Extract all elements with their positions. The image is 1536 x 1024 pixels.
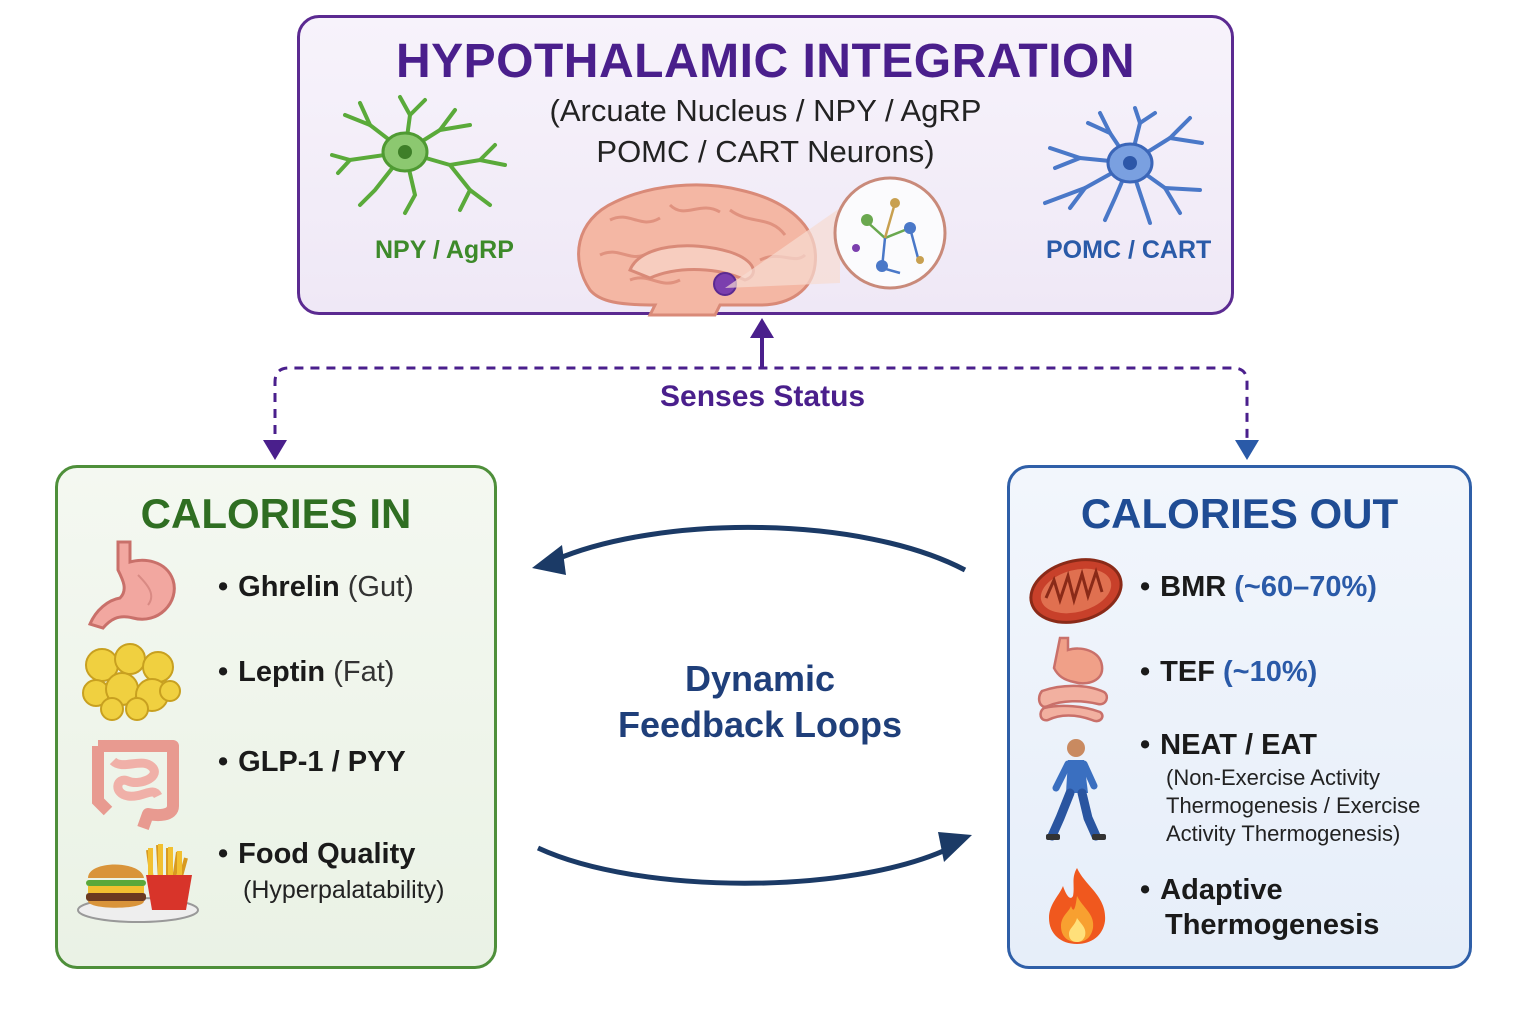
bmr-note: (~60–70%): [1234, 571, 1377, 603]
adaptive-thermogenesis-line1: Adaptive: [1160, 874, 1283, 906]
neat-eat-note-line2: Thermogenesis / Exercise: [1166, 793, 1421, 818]
ghrelin-label: Ghrelin: [238, 571, 340, 603]
npy-neuron-icon: [330, 95, 507, 215]
hypothalamic-subtitle-line2: POMC / CART Neurons): [596, 134, 935, 169]
walking-person-icon: [1046, 739, 1106, 841]
neat-eat-item: •NEAT / EAT: [1140, 729, 1317, 761]
leptin-item: •Leptin (Fat): [218, 656, 395, 688]
fast-food-icon: [77, 844, 199, 923]
ghrelin-note: (Gut): [347, 571, 414, 603]
feedback-center-line1: Dynamic: [684, 658, 836, 699]
ghrelin-item: •Ghrelin (Gut): [218, 571, 414, 603]
adaptive-thermogenesis-item: •Adaptive: [1140, 874, 1283, 906]
fat-cells-icon: [82, 643, 181, 721]
tef-note: (~10%): [1223, 656, 1318, 688]
calories-in-title: CALORIES IN: [140, 490, 412, 537]
calories-out-title: CALORIES OUT: [1080, 490, 1399, 537]
neat-eat-label: NEAT / EAT: [1160, 729, 1317, 761]
intestine-icon: [92, 740, 179, 831]
tef-label: TEF: [1160, 656, 1215, 688]
npy-agrp-label: NPY / AgRP: [375, 236, 514, 264]
adaptive-thermogenesis-item-line2: Thermogenesis: [1165, 909, 1379, 942]
hypothalamic-subtitle-line1: (Arcuate Nucleus / NPY / AgRP: [549, 93, 982, 128]
food-quality-note: (Hyperpalatability): [243, 876, 445, 904]
pomc-neuron-icon: [1043, 106, 1204, 225]
hypothalamic-title: HYPOTHALAMIC INTEGRATION: [395, 35, 1136, 88]
feedback-center-line2: Feedback Loops: [617, 704, 903, 745]
food-quality-item: •Food Quality: [218, 838, 416, 870]
food-quality-label: Food Quality: [238, 838, 416, 870]
bmr-label: BMR: [1160, 571, 1227, 603]
glp1-pyy-item: •GLP-1 / PYY: [218, 746, 406, 778]
leptin-label: Leptin: [238, 656, 326, 688]
pomc-cart-label: POMC / CART: [1046, 236, 1212, 264]
neat-eat-note-line1: (Non-Exercise Activity: [1166, 765, 1380, 790]
leptin-note: (Fat): [333, 656, 395, 688]
neuron-magnifier-icon: [725, 176, 947, 290]
neat-eat-note-line3: Activity Thermogenesis): [1166, 821, 1401, 846]
flame-icon: [1049, 868, 1106, 944]
tef-item: •TEF (~10%): [1140, 656, 1318, 688]
digestive-system-icon: [1037, 636, 1109, 723]
senses-status-label: Senses Status: [660, 380, 866, 413]
bmr-item: •BMR (~60–70%): [1140, 571, 1377, 603]
mitochondrion-icon: [1029, 558, 1123, 624]
adaptive-thermogenesis-line2: Thermogenesis: [1165, 909, 1380, 941]
glp1-pyy-label: GLP-1 / PYY: [238, 746, 406, 778]
stomach-icon: [87, 540, 176, 630]
